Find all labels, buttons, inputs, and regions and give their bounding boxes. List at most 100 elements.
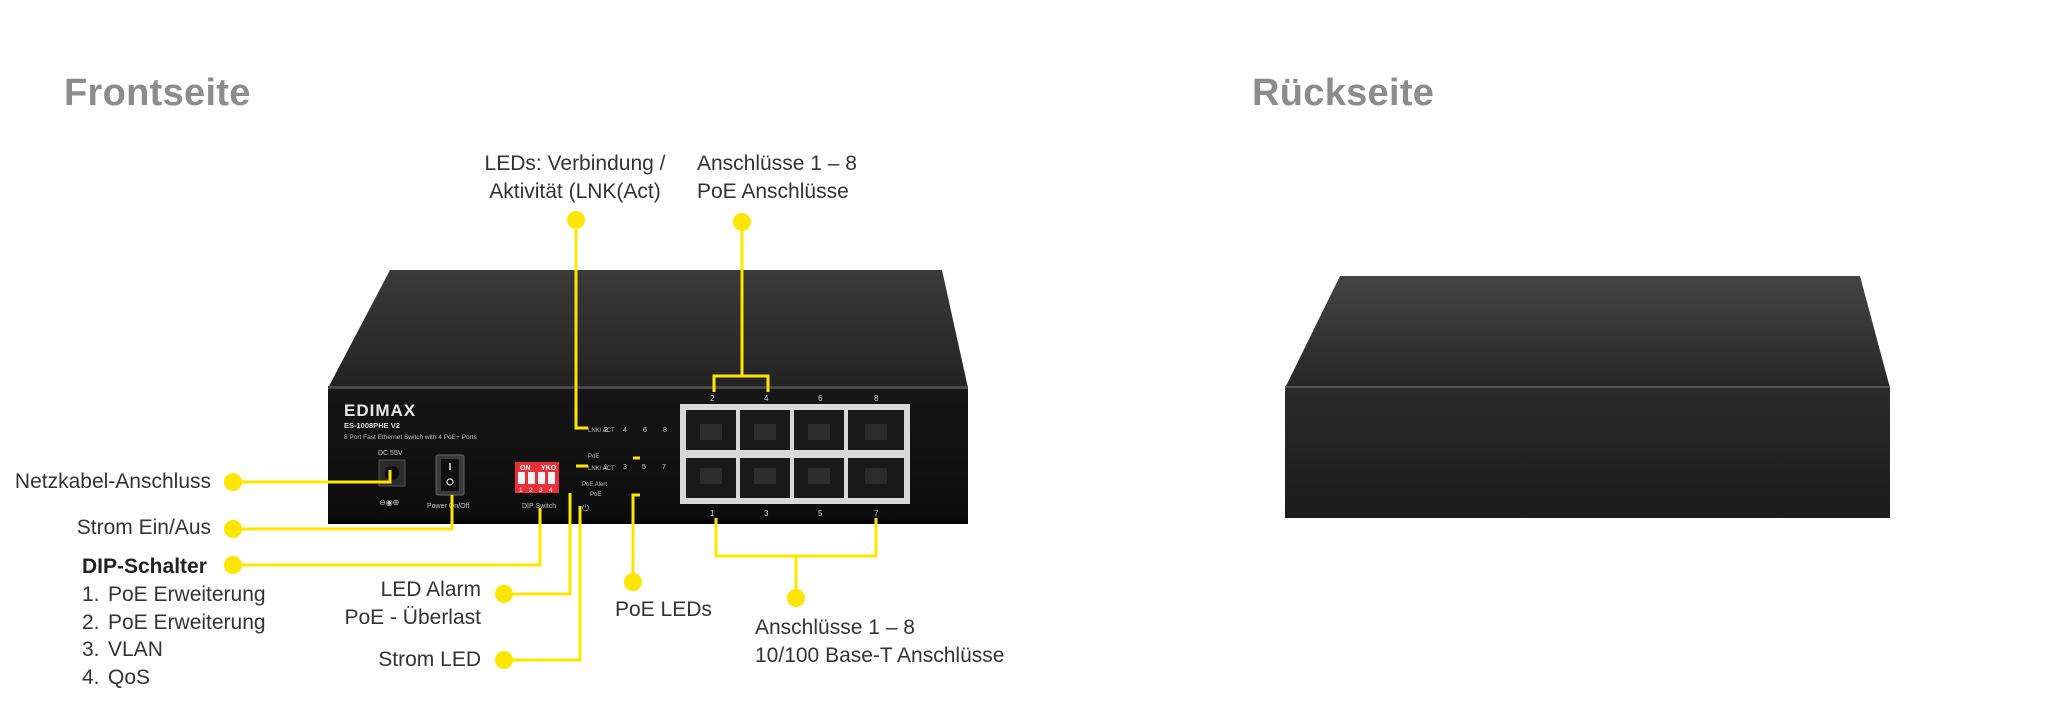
label-ports-poe-line1: Anschlüsse 1 – 8 [697,152,857,175]
line-power-switch [234,495,454,531]
label-ports-base-line1: Anschlüsse 1 – 8 [755,616,915,639]
led-bottom-num-5: 5 [642,464,646,471]
line-leds-link [574,220,588,430]
led-poe-alert-label: PoE Alert [582,482,607,488]
brand-logo: EDIMAX [344,401,416,420]
dot-power-jack [224,473,242,491]
port-num-5: 5 [818,509,823,518]
power-rocker [441,459,459,491]
dip-toggle-3[interactable] [538,472,545,484]
port-num-8: 8 [874,394,879,403]
dip-num-1: 1 [519,487,523,494]
port-5-contacts [808,468,830,484]
dip-num-4: 4 [549,487,553,494]
dip-item-num: 4. [82,665,100,689]
dip-num-3: 3 [539,487,543,494]
dip-item-num: 2. [82,610,100,634]
bracket-ports-poe [712,374,770,392]
label-led-alarm: LED Alarm PoE - Überlast [300,576,481,632]
front-heading: Frontseite [64,72,251,114]
port-6-contacts [808,424,830,440]
line-dip [234,508,542,567]
dip-item-text: VLAN [108,638,163,661]
label-poe-leds: PoE LEDs [615,598,712,621]
led-bottom-num-7: 7 [662,464,666,471]
dot-led-alarm [495,585,513,603]
port-1-contacts [700,468,722,484]
label-leds-link: LEDs: Verbindung / Aktivität (LNK(Act) [470,150,680,206]
port-num-7: 7 [874,509,879,518]
port-num-4: 4 [764,394,769,403]
dip-list-item: 4. QoS [82,664,266,692]
back-heading: Rückseite [1252,72,1435,114]
dip-key-label: YKO [541,465,557,472]
dc-label: DC 55V [378,450,403,457]
dip-toggle-1[interactable] [518,472,525,484]
label-dip-title: DIP-Schalter [82,555,207,578]
dip-item-num: 1. [82,583,100,606]
port-num-6: 6 [818,394,823,403]
dip-toggle-4[interactable] [548,472,555,484]
led-top-num-2: 2 [604,427,608,434]
line-led-alarm [504,493,572,596]
label-power-jack: Netzkabel-Anschluss [14,470,211,493]
label-ports-base: Anschlüsse 1 – 8 10/100 Base-T Anschlüss… [755,614,1004,670]
port-7-contacts [865,468,887,484]
dot-dip [224,556,242,574]
dc-jack-hole [385,466,399,480]
dip-item-text: QoS [108,665,151,689]
led-poe-label-2: PoE [590,492,601,498]
dip-list-item: 2. PoE Erweiterung [82,609,266,637]
model-description: 8 Port Fast Ethernet Switch with 4 PoE+ … [344,434,478,441]
led-bottom-num-3: 3 [623,464,627,471]
label-power-switch: Strom Ein/Aus [76,516,211,539]
dip-list: 1. PoE Erweiterung 2. PoE Erweiterung 3. VL… [82,581,266,691]
dip-toggle-2[interactable] [528,472,535,484]
dip-item-text: PoE Erweiterung [108,583,266,606]
port-num-2: 2 [710,394,715,403]
model-label: ES-1008PHE V2 [344,421,400,430]
dot-poe-leds [624,573,642,591]
port-num-1: 1 [710,509,715,518]
polarity-icon: ⊖◉⊕ [379,498,399,507]
dip-item-num: 3. [82,638,100,661]
dot-ports-poe [733,213,751,231]
port-block [680,404,910,504]
dip-label: DIP Switch [522,503,556,510]
dip-list-item: 3. VLAN [82,636,266,664]
label-leds-link-line1: LEDs: Verbindung / [484,152,666,175]
power-label: Power On/Off [427,503,469,510]
led-lnk-label-bottom: LNK/ ACT [588,466,615,472]
callout-lines [234,220,878,662]
label-ports-base-line2: 10/100 Base-T Anschlüsse [755,644,1005,667]
port-4-contacts [754,424,776,440]
label-leds-link-line2: Aktivität (LNK(Act) [489,180,661,203]
dot-power-switch [224,520,242,538]
led-top-num-4: 4 [623,427,627,434]
label-ports-poe-line2: PoE Anschlüsse [697,180,849,203]
dip-list-item: 1. PoE Erweiterung [82,581,266,609]
dot-power-led [495,651,513,669]
label-ports-poe: Anschlüsse 1 – 8 PoE Anschlüsse [697,150,857,206]
led-bottom-num-1: 1 [604,464,608,471]
led-lnk-label-top: LNK/ ACT [588,428,615,434]
led-poe-label: PoE [588,454,599,460]
label-led-alarm-line1: LED Alarm [380,578,481,601]
line-power-jack [234,470,392,484]
line-power-led [504,506,582,662]
dot-ports-base [787,589,805,607]
port-3-contacts [754,468,776,484]
label-power-led: Strom LED [378,648,481,671]
dip-on-label: ON [520,465,531,472]
line-poe-leds [631,493,640,580]
label-led-alarm-line2: PoE - Überlast [344,606,481,629]
power-off-mark [446,478,454,486]
dot-leds-link [567,211,585,229]
back-switch [1285,276,1890,518]
dip-num-2: 2 [529,487,533,494]
power-led-icon: ⏻ [582,503,589,513]
port-8-contacts [865,424,887,440]
dip-item-text: PoE Erweiterung [108,610,266,634]
led-top-num-6: 6 [643,427,647,434]
